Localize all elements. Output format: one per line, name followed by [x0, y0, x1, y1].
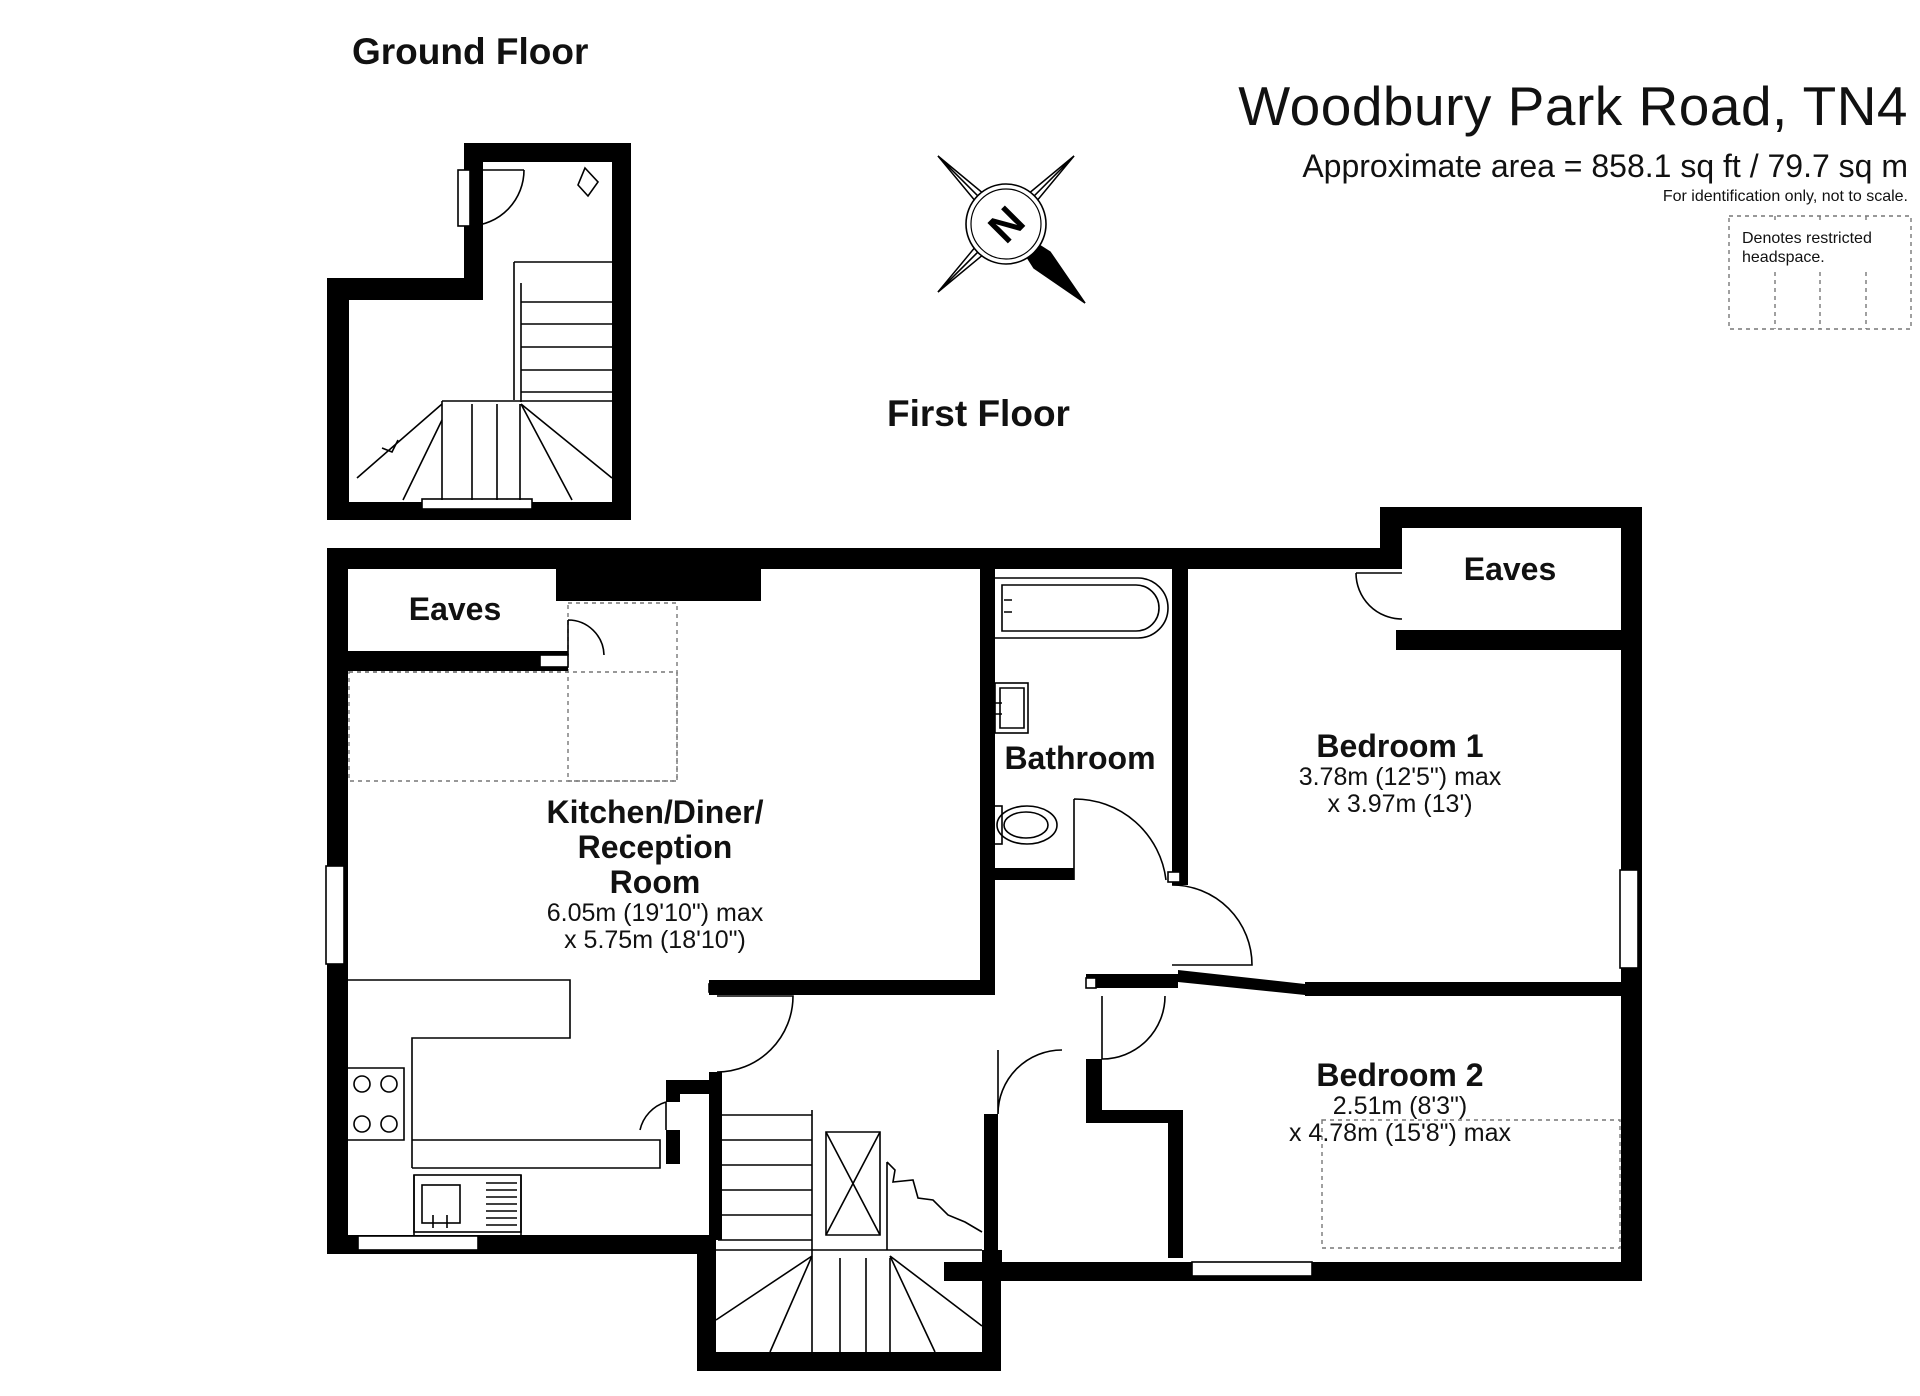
property-address: Woodbury Park Road, TN4	[1238, 75, 1908, 137]
room-dimension: 6.05m (19'10") max	[546, 899, 764, 927]
scale-note: For identification only, not to scale.	[1662, 188, 1908, 205]
bedroom-2: Bedroom 2 2.51m (8'3") x 4.78m (15'8") m…	[1260, 1058, 1540, 1147]
ground-floor-label: Ground Floor	[352, 31, 589, 72]
room-name: Bedroom 2	[1316, 1057, 1484, 1093]
ground-floor-plan	[327, 143, 631, 520]
room-name: Kitchen/Diner/ Reception Room	[546, 794, 764, 900]
legend-text: Denotes restricted headspace.	[1742, 230, 1872, 266]
legend-restricted-headspace	[1728, 215, 1912, 330]
bathroom: Bathroom	[990, 741, 1170, 776]
approximate-area: Approximate area = 858.1 sq ft / 79.7 sq…	[1302, 148, 1908, 184]
eaves-left-label: Eaves	[360, 592, 550, 627]
first-floor-label: First Floor	[887, 393, 1070, 434]
kitchen-diner-reception-room: Kitchen/Diner/ Reception Room 6.05m (19'…	[500, 795, 810, 954]
room-dimension: x 5.75m (18'10")	[564, 926, 746, 954]
room-name: Bathroom	[1004, 740, 1156, 776]
first-floor-plan	[325, 507, 1642, 1371]
room-dimension: 3.78m (12'5") max	[1298, 763, 1502, 791]
compass-icon: N	[937, 155, 1086, 304]
room-dimension: x 3.97m (13')	[1327, 790, 1473, 818]
room-dimension: 2.51m (8'3")	[1332, 1092, 1468, 1120]
bedroom-1: Bedroom 1 3.78m (12'5") max x 3.97m (13'…	[1260, 729, 1540, 818]
room-name: Eaves	[408, 591, 502, 627]
eaves-right-label: Eaves	[1410, 552, 1610, 587]
room-dimension: x 4.78m (15'8") max	[1288, 1119, 1512, 1147]
room-name: Bedroom 1	[1316, 728, 1484, 764]
room-name: Eaves	[1463, 551, 1557, 587]
